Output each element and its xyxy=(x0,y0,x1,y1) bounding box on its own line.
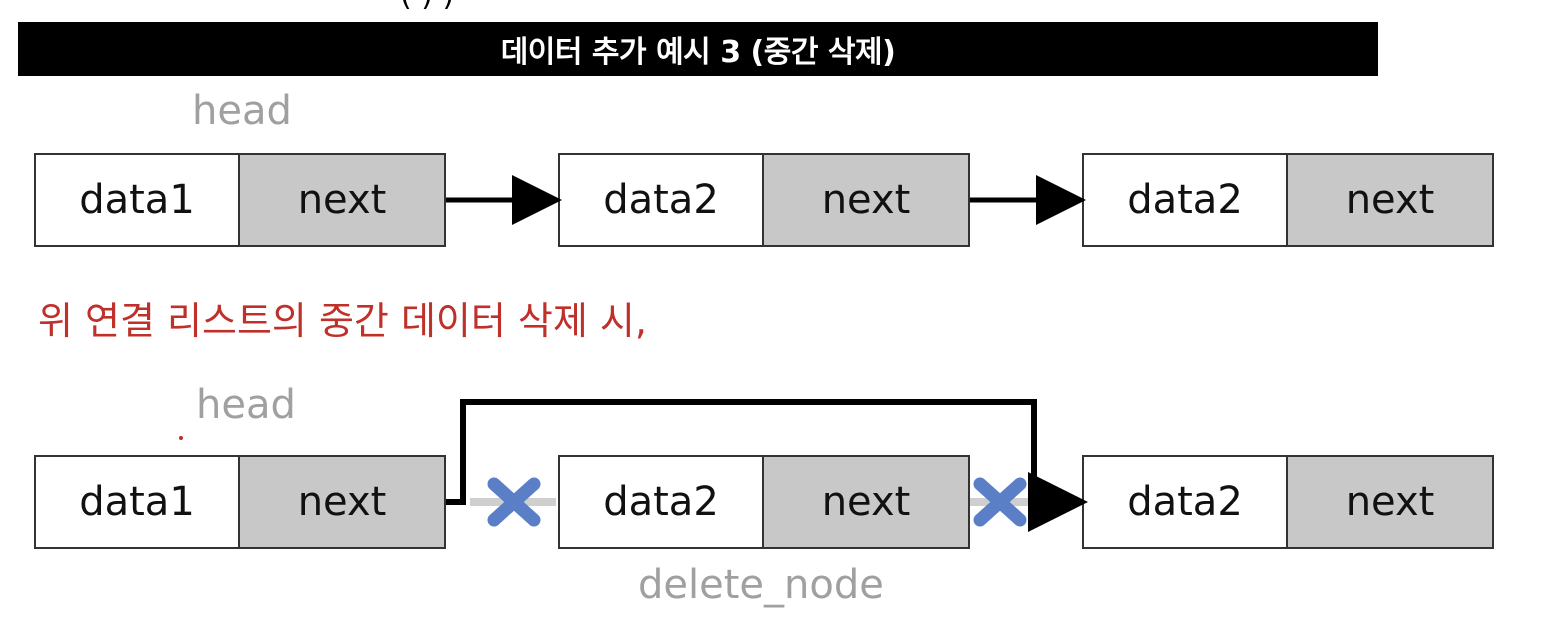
node-data-cell: data2 xyxy=(558,455,764,549)
top-node-2: data2 next xyxy=(558,153,970,247)
node-data-cell: data1 xyxy=(34,153,240,247)
pointer-dot xyxy=(179,436,183,440)
slide-title: 데이터 추가 예시 3 (중간 삭제) xyxy=(18,22,1378,76)
node-next-cell: next xyxy=(240,153,446,247)
cut-off-heading: ( ) ) xyxy=(400,0,454,13)
node-next-cell: next xyxy=(1288,153,1494,247)
cross-icon xyxy=(973,477,1027,527)
delete-node-label: delete_node xyxy=(638,562,884,608)
node-next-cell: next xyxy=(240,455,446,549)
bypass-link xyxy=(446,399,1088,532)
cross-icon xyxy=(487,477,541,527)
node-data-cell: data1 xyxy=(34,455,240,549)
bottom-node-3: data2 next xyxy=(1082,455,1494,549)
node-data-cell: data2 xyxy=(1082,153,1288,247)
node-data-cell: data2 xyxy=(1082,455,1288,549)
top-node-3: data2 next xyxy=(1082,153,1494,247)
node-next-cell: next xyxy=(1288,455,1494,549)
caption-text: 위 연결 리스트의 중간 데이터 삭제 시, xyxy=(38,299,647,343)
node-data-cell: data2 xyxy=(558,153,764,247)
top-node-1: data1 next xyxy=(34,153,446,247)
head-label-bottom: head xyxy=(196,382,296,428)
node-next-cell: next xyxy=(764,153,970,247)
bottom-node-2-deleted: data2 next xyxy=(558,455,970,549)
bottom-node-1: data1 next xyxy=(34,455,446,549)
node-next-cell: next xyxy=(764,455,970,549)
head-label-top: head xyxy=(192,88,292,134)
